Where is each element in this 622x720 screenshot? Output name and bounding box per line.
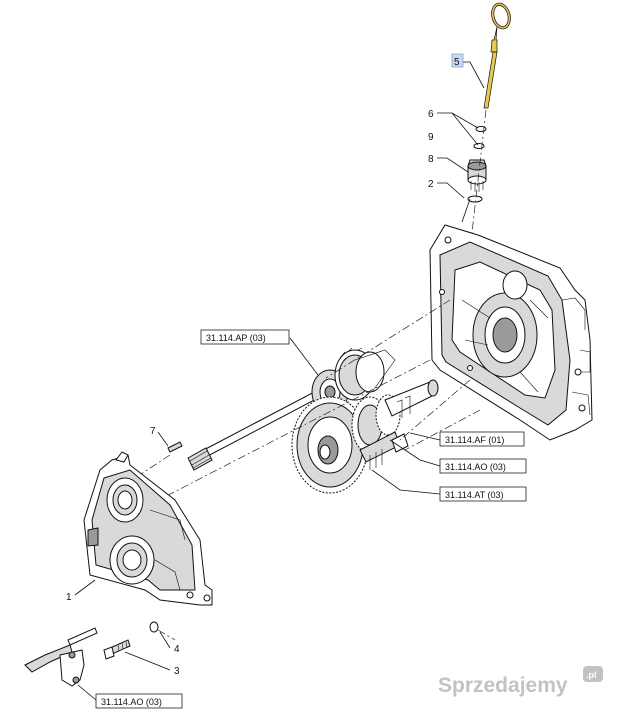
ref-box-ap[interactable]: 31.114.AP (03): [200, 329, 290, 345]
ref-label-ao-bottom: 31.114.AO (03): [101, 697, 162, 707]
callout-8: 8: [428, 154, 434, 165]
leader-lines: [74, 61, 485, 701]
callout-highlight: [451, 53, 464, 68]
callout-5: 5: [454, 57, 460, 68]
bolt-3: [103, 639, 131, 660]
pin-7: [167, 441, 183, 453]
washer-4: [149, 621, 159, 633]
ref-box-af[interactable]: 31.114.AF (01): [439, 431, 525, 447]
lever-ao: [24, 627, 98, 687]
callout-3: 3: [174, 666, 180, 677]
ref-label-ap: 31.114.AP (03): [206, 333, 266, 343]
callout-6: 6: [428, 109, 434, 120]
svg-text:Sprzedajemy: Sprzedajemy: [438, 674, 568, 697]
ref-label-ao-right: 31.114.AO (03): [445, 462, 506, 472]
callout-1: 1: [66, 592, 72, 603]
gear-cluster-at: [291, 396, 369, 494]
filler-plug-8: [467, 159, 487, 192]
callout-2: 2: [428, 179, 434, 190]
seal-ring-2: [467, 195, 483, 203]
callout-7: 7: [150, 426, 156, 437]
ref-label-af: 31.114.AF (01): [445, 435, 504, 445]
callout-9: 9: [428, 132, 434, 143]
o-ring-9: [473, 143, 485, 149]
ref-box-at[interactable]: 31.114.AT (03): [439, 486, 527, 502]
watermark-logo: Sprzedajemy .pl: [438, 666, 603, 697]
ref-label-at: 31.114.AT (03): [445, 490, 504, 500]
dipstick: [483, 2, 511, 109]
svg-text:.pl: .pl: [586, 670, 597, 680]
front-housing: [83, 451, 213, 606]
ref-box-ao-bottom[interactable]: 31.114.AO (03): [95, 693, 183, 709]
ref-box-ao-right[interactable]: 31.114.AO (03): [439, 458, 527, 474]
gear-cluster-ao: [351, 379, 439, 470]
callout-4: 4: [174, 644, 180, 655]
transmission-housing: [429, 224, 593, 441]
